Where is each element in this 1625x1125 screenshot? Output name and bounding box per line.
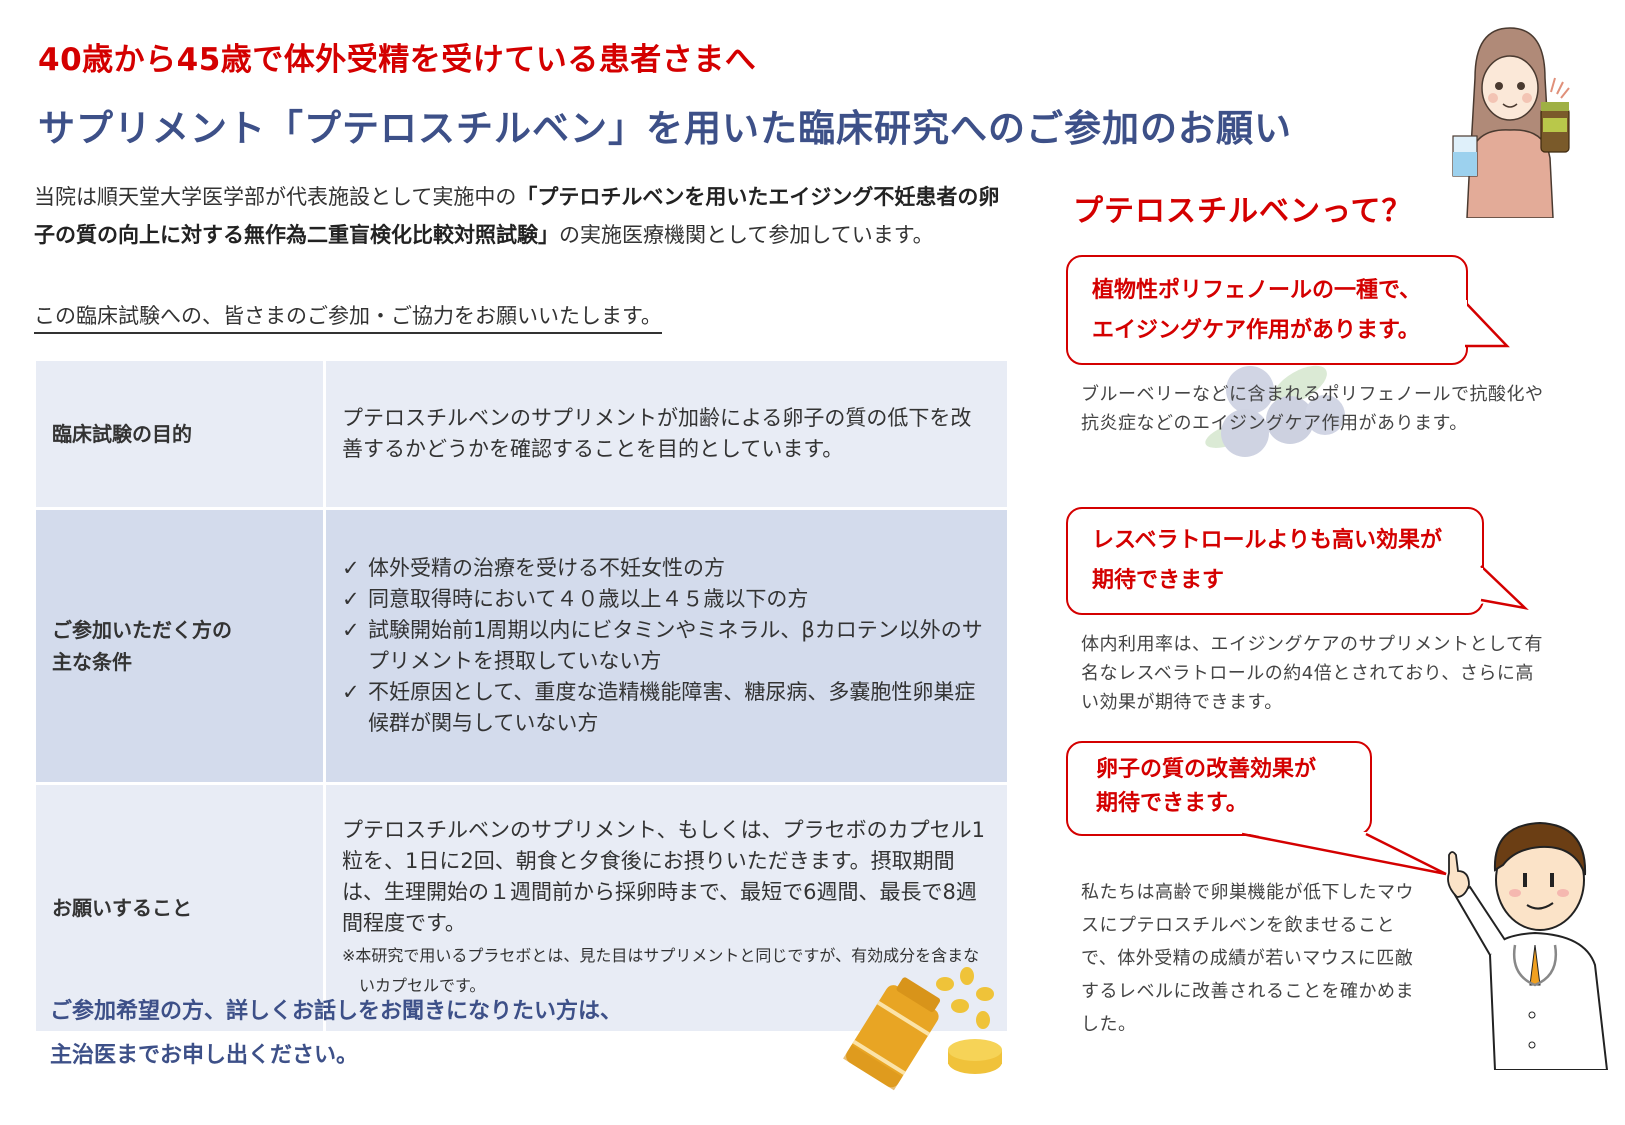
intro-prefix: 当院は順天堂大学医学部が代表施設として実施中の: [34, 185, 517, 209]
row-label: 臨床試験の目的: [33, 358, 326, 510]
speech-bubble-polyphenol: 植物性ポリフェノールの一種で、 エイジングケア作用があります。: [1066, 255, 1468, 365]
title-target-patients: 40歳から45歳で体外受精を受けている患者さまへ: [38, 42, 757, 78]
row-value: プテロスチルベンのサプリメント、もしくは、プラセボのカプセル1粒を、1日に2回、…: [323, 782, 1010, 1034]
intro-paragraph: 当院は順天堂大学医学部が代表施設として実施中の「プテロチルベンを用いたエイジング…: [34, 178, 1014, 254]
speech-bubble-egg-quality: 卵子の質の改善効果が 期待できます。: [1066, 741, 1372, 836]
title-study-request: サプリメント「プテロスチルベン」を用いた臨床研究へのご参加のお願い: [38, 107, 1292, 150]
bubble-text: レスベラトロールよりも高い効果が: [1092, 528, 1443, 553]
bubble-tail-icon: [1479, 564, 1529, 610]
bubble-tail-icon: [1240, 832, 1447, 876]
cta-line: ご参加希望の方、詳しくお話しをお聞きになりたい方は、: [50, 999, 623, 1024]
bubble-text: 期待できます。: [1096, 791, 1248, 816]
conditions-list: ✓ 体外受精の治療を受ける不妊女性の方 ✓ 同意取得時において４０歳以上４５歳以下の…: [342, 553, 989, 739]
row-label-line: 主な条件: [52, 650, 132, 674]
check-icon: ✓: [342, 618, 360, 642]
bubble-tail-icon: [1463, 300, 1510, 348]
list-item: ✓ 同意取得時において４０歳以上４５歳以下の方: [342, 584, 989, 615]
check-icon: ✓: [342, 556, 360, 580]
placebo-note: ※本研究で用いるプラセボとは、見た目はサプリメントと同じですが、有効成分を含まな…: [342, 946, 980, 995]
conditions-list-cell: ✓ 体外受精の治療を受ける不妊女性の方 ✓ 同意取得時において４０歳以上４５歳以下の…: [323, 507, 1010, 785]
polyphenol-description: ブルーベリーなどに含まれるポリフェノールで抗酸化や抗炎症などのエイジングケア作用…: [1081, 384, 1544, 434]
bubble-text: 植物性ポリフェノールの一種で、: [1092, 278, 1422, 303]
list-item: ✓ 不妊原因として、重度な造精機能障害、糖尿病、多嚢胞性卵巣症候群が関与していない…: [342, 677, 989, 739]
check-icon: ✓: [342, 680, 360, 704]
cta-line: 主治医までお申し出ください。: [50, 1043, 359, 1068]
blueberry-illustration: [1205, 365, 1345, 457]
list-item: ✓ 試験開始前1周期以内にビタミンやミネラル、βカロテン以外のサプリメントを摂取し…: [342, 615, 989, 677]
contact-instructions: ご参加希望の方、詳しくお話しをお聞きになりたい方は、 主治医までお申し出ください…: [50, 990, 622, 1078]
row-label: ご参加いただく方の 主な条件: [33, 507, 326, 785]
bubble-text: エイジングケア作用があります。: [1092, 318, 1420, 343]
doctor-illustration: [1447, 821, 1609, 1070]
woman-with-supplement-illustration: [1452, 27, 1570, 218]
speech-bubble-resveratrol: レスベラトロールよりも高い効果が 期待できます: [1066, 507, 1484, 615]
table-row-requests: お願いすること プテロスチルベンのサプリメント、もしくは、プラセボのカプセル1粒…: [33, 782, 1010, 1034]
request-detail: プテロスチルベンのサプリメント、もしくは、プラセボのカプセル1粒を、1日に2回、…: [342, 818, 985, 935]
row-value: プテロスチルベンのサプリメントが加齢による卵子の質の低下を改善するかどうかを確認…: [323, 358, 1010, 510]
check-icon: ✓: [342, 587, 360, 611]
study-info-table: 臨床試験の目的 プテロスチルベンのサプリメントが加齢による卵子の質の低下を改善す…: [33, 358, 1010, 1034]
table-row-conditions: ご参加いただく方の 主な条件 ✓ 体外受精の治療を受ける不妊女性の方 ✓ 同意取得時…: [33, 507, 1010, 785]
participation-request: この臨床試験への、皆さまのご参加・ご協力をお願いいたします。: [34, 300, 662, 334]
row-label: お願いすること: [33, 782, 326, 1034]
bubble-text: 卵子の質の改善効果が: [1096, 757, 1317, 782]
resveratrol-description: 体内利用率は、エイジングケアのサプリメントとして有名なレスベラトロールの約4倍と…: [1081, 634, 1543, 713]
row-label-line: ご参加いただく方の: [52, 618, 232, 642]
condition-text: 試験開始前1周期以内にビタミンやミネラル、βカロテン以外のサプリメントを摂取して…: [368, 618, 983, 673]
pterostilbene-heading: プテロスチルベンって？: [1073, 194, 1413, 229]
list-item: ✓ 体外受精の治療を受ける不妊女性の方: [342, 553, 989, 584]
table-row-purpose: 臨床試験の目的 プテロスチルベンのサプリメントが加齢による卵子の質の低下を改善す…: [33, 358, 1010, 510]
intro-suffix: の実施医療機関として参加しています。: [559, 223, 934, 247]
supplement-bottle-icon: [843, 967, 1002, 1091]
condition-text: 体外受精の治療を受ける不妊女性の方: [368, 556, 725, 580]
mouse-study-description: 私たちは高齢で卵巣機能が低下したマウスにプテロスチルベンを飲ませることで、体外受…: [1081, 882, 1414, 1035]
condition-text: 不妊原因として、重度な造精機能障害、糖尿病、多嚢胞性卵巣症候群が関与していない方: [368, 680, 976, 735]
bubble-text: 期待できます: [1092, 568, 1225, 593]
condition-text: 同意取得時において４０歳以上４５歳以下の方: [368, 587, 809, 611]
trial-name: 「プテロチルベンを用いたエイジング不妊患者の卵子の質の向上に対する無作為二重盲検…: [34, 185, 1000, 247]
